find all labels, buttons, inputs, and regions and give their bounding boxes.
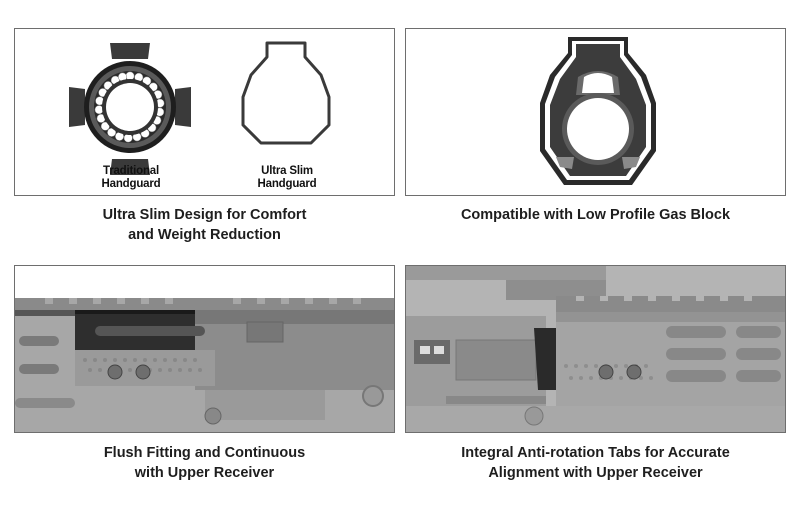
flush-fitting-illustration bbox=[15, 298, 394, 432]
caption-gas-block-compatible: Compatible with Low Profile Gas Block bbox=[460, 207, 731, 223]
anti-rotation-illustration bbox=[406, 266, 785, 432]
panel-flush-fitting bbox=[14, 265, 395, 433]
caption-ultra-slim-design: Ultra Slim Design for Comfort and Weight… bbox=[102, 207, 307, 243]
traditional-handguard-drawing bbox=[69, 43, 191, 175]
ultra-slim-handguard-label: Ultra Slim Handguard bbox=[257, 165, 317, 190]
handguard-receiver-junction-drawing bbox=[406, 266, 785, 432]
caption-flush-fitting: Flush Fitting and Continuous with Upper … bbox=[103, 445, 306, 481]
handguard-comparison-illustration bbox=[69, 41, 331, 175]
traditional-handguard-label: Traditional Handguard bbox=[101, 165, 161, 190]
panel-gas-block bbox=[405, 28, 786, 196]
ultra-slim-handguard-drawing bbox=[241, 41, 331, 145]
panel-handguard-comparison: Traditional Handguard Ultra Slim Handgua… bbox=[14, 28, 395, 196]
handguard-side-view-drawing bbox=[15, 298, 394, 432]
gas-block-illustration bbox=[540, 37, 656, 185]
caption-anti-rotation-tabs: Integral Anti-rotation Tabs for Accurate… bbox=[461, 445, 730, 481]
panel-anti-rotation-tabs bbox=[405, 265, 786, 433]
handguard-cross-section-drawing bbox=[540, 37, 656, 185]
